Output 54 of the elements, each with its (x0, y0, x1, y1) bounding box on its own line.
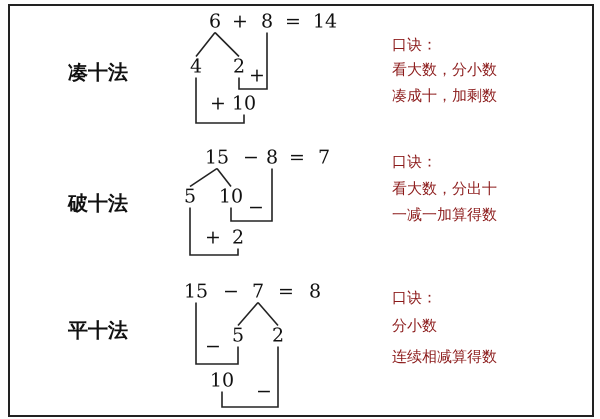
connector-line (195, 32, 216, 57)
number: 8 (260, 12, 274, 32)
number: 7 (252, 282, 264, 302)
number: 15 (204, 148, 230, 168)
connector-line (189, 208, 239, 256)
rhyme-text: 口诀： (392, 38, 437, 52)
connector-line (230, 168, 273, 222)
connector-line (195, 302, 239, 365)
math-symbol: + (210, 94, 226, 114)
math-symbol: 8 (308, 282, 322, 302)
method-name: 凑十法 (68, 62, 128, 82)
rhyme-text: 连续相减算得数 (392, 350, 497, 364)
rhyme-text: 凑成十，加剩数 (392, 88, 497, 104)
math-symbol: − (223, 282, 239, 302)
math-symbol: + (232, 12, 248, 32)
rhyme-text: 看大数，分出十 (392, 182, 497, 196)
math-symbol: + (205, 228, 221, 248)
number: 2 (232, 58, 246, 76)
number: 15 (184, 282, 208, 302)
number: 6 (208, 12, 222, 32)
math-symbol: + (249, 66, 265, 86)
connector-line (190, 168, 218, 188)
math-symbol: − (205, 338, 221, 356)
rhyme-text: 分小数 (392, 318, 437, 334)
number: 8 (266, 148, 278, 168)
number: 5 (184, 188, 196, 206)
math-symbol: − (256, 382, 272, 402)
math-symbol: − (243, 148, 259, 168)
connector-line (221, 346, 279, 408)
number: 10 (218, 188, 244, 206)
number: 10 (210, 372, 234, 390)
method-name: 破十法 (68, 193, 128, 213)
math-symbol: 14 (312, 12, 338, 32)
connector-line (237, 302, 259, 326)
connector-line (238, 32, 268, 90)
connector-line (195, 78, 245, 124)
rhyme-text: 一减一加算得数 (392, 208, 497, 222)
connector-line (216, 168, 232, 187)
math-symbol: 7 (318, 148, 330, 168)
math-symbol: − (248, 198, 264, 218)
number: 2 (232, 228, 244, 248)
number: 4 (190, 58, 202, 76)
math-symbol: = (285, 12, 301, 32)
math-symbol: = (278, 282, 294, 302)
rhyme-text: 看大数，分小数 (392, 62, 497, 78)
number: 5 (232, 326, 244, 346)
rhyme-text: 口诀： (392, 154, 437, 170)
rhyme-text: 口诀： (392, 290, 437, 306)
math-symbol: = (289, 148, 305, 168)
number: 2 (272, 326, 284, 346)
connector-line (257, 302, 279, 326)
connector-line (214, 32, 240, 58)
method-name: 平十法 (68, 320, 128, 340)
number: 10 (232, 94, 256, 114)
